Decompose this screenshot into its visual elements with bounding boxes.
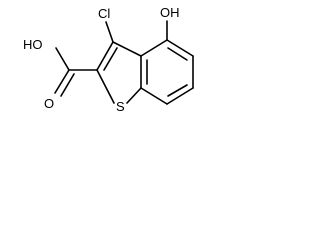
sulfur-label: S	[116, 99, 125, 114]
bond-c6-c7	[166, 87, 194, 105]
bond-c2-c3	[96, 41, 114, 71]
hydroxyl-label: OH	[160, 5, 180, 20]
bond-carboxyl-oh	[55, 47, 70, 71]
bond-c7-c7a	[140, 87, 168, 105]
carboxylic-hydroxyl-label: HO	[23, 37, 43, 52]
bond-c3-c3a	[112, 41, 142, 57]
bond-c4-c5-double	[167, 47, 188, 61]
chemical-structure-diagram: Cl OH HO O S	[23, 5, 194, 114]
bond-c3-cl	[105, 21, 114, 43]
bond-carboxyl-o-double	[60, 73, 75, 97]
carbonyl-oxygen-label: O	[44, 96, 54, 111]
bond-c6-c7-double	[167, 84, 188, 97]
bond-c2-c3-double	[103, 47, 118, 71]
bond-c7a-s	[126, 87, 142, 104]
structure-canvas: Cl OH HO O S	[0, 0, 212, 132]
chlorine-label: Cl	[98, 6, 110, 21]
bond-carboxyl-o	[54, 69, 70, 94]
bond-s-c2	[96, 69, 115, 104]
bond-c3a-c4	[140, 39, 168, 57]
bond-c4-c5	[166, 39, 194, 57]
